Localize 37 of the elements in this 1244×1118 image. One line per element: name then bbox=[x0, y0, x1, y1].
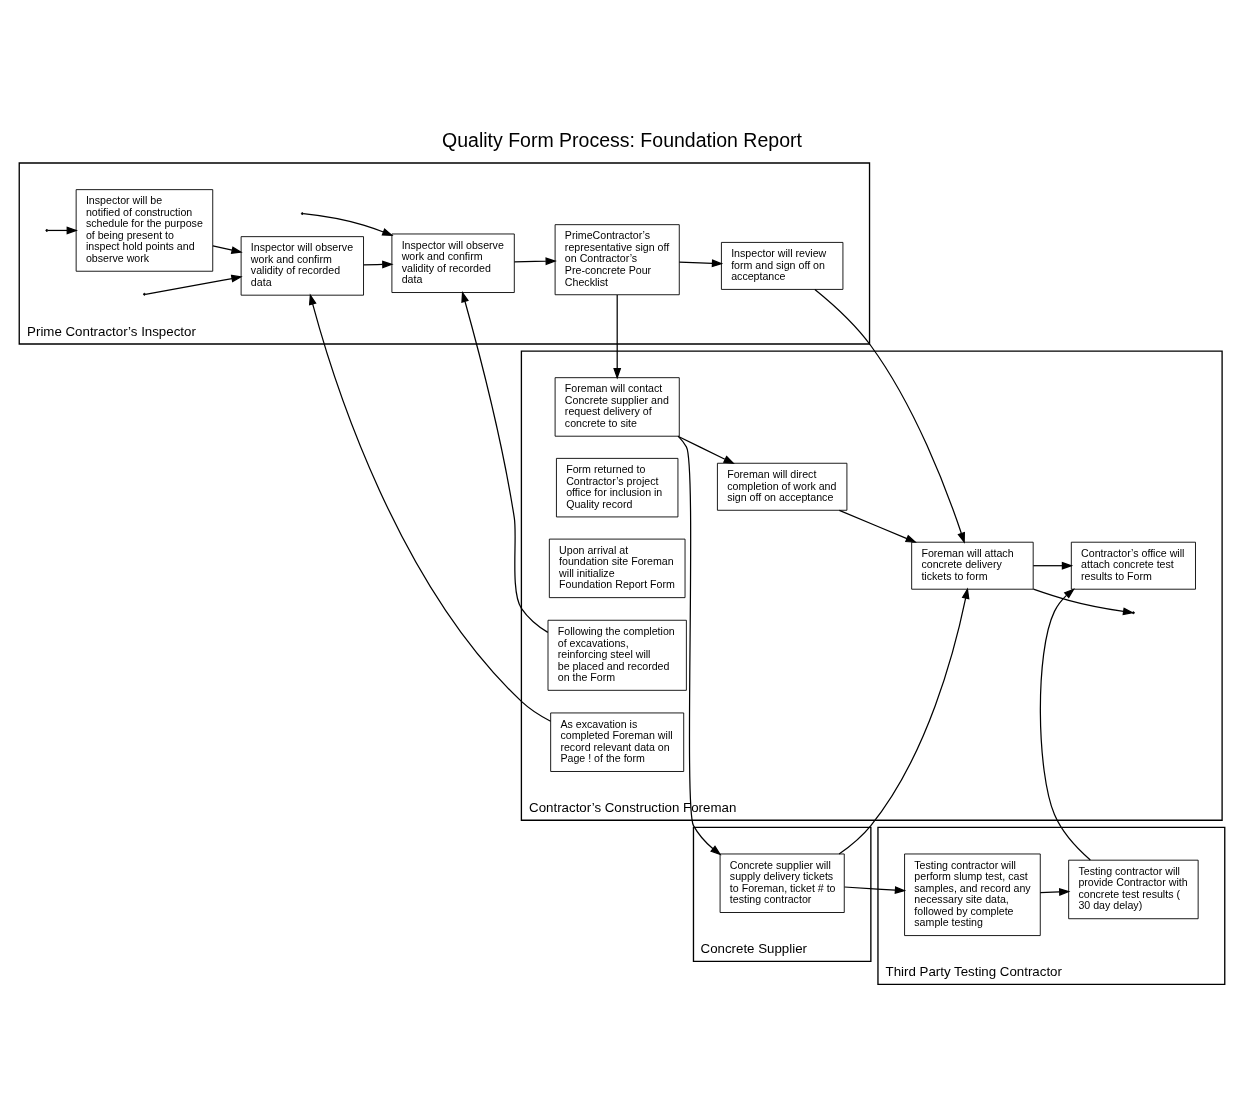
node-box: Foreman will contact Concrete supplier and request delivery of concrete to site bbox=[554, 376, 680, 437]
arrow bbox=[677, 435, 722, 856]
arrow bbox=[843, 885, 907, 894]
node-box: PrimeContractor’s representative sign off on Contractor’s Pre-concrete Pour Checklist bbox=[554, 223, 680, 295]
arrow bbox=[838, 509, 917, 543]
arrow bbox=[613, 293, 622, 379]
arrow bbox=[678, 258, 724, 267]
node-box: Inspector will observe work and confirm validity of recorded data bbox=[391, 233, 515, 293]
arrow bbox=[677, 435, 735, 464]
node-box: Contractor’s office will attach concrete test results to Form bbox=[1070, 541, 1196, 590]
node-box: As excavation is completed Foreman will record relevant data on Page ! of the form bbox=[550, 712, 685, 772]
node-box: Following the completion of excavations, reinforcing steel will be placed and recorded on the Form bbox=[547, 619, 687, 691]
node-box: Foreman will attach concrete delivery tickets to form bbox=[911, 541, 1034, 590]
arrow bbox=[212, 244, 243, 254]
arrow bbox=[47, 225, 78, 234]
node-box: Concrete supplier will supply delivery tickets to Foreman, ticket # to testing contractor bbox=[719, 853, 845, 913]
diagram-title: Quality Form Process: Foundation Report bbox=[442, 128, 802, 151]
arrow bbox=[308, 293, 552, 722]
node-box: Inspector will be notified of construction schedule for the purpose of being present to inspect hold points and observe work bbox=[75, 188, 214, 272]
node-box: Upon arrival at foundation site Foreman will initialize Foundation Report Form bbox=[548, 538, 686, 598]
arrow bbox=[302, 212, 394, 236]
node-box: Inspector will review form and sign off on acceptance bbox=[720, 241, 844, 290]
node-box: Foreman will direct completion of work and sign off on acceptance bbox=[716, 462, 848, 511]
arrow bbox=[1039, 587, 1091, 861]
node-box: Testing contractor will perform slump test, cast samples, and record any necessary site data, followed by complete sample testing bbox=[904, 853, 1041, 936]
node-box: Form returned to Contractor’s project office for inclusion in Quality record bbox=[556, 457, 679, 517]
arrow bbox=[513, 256, 557, 265]
node-box: Testing contractor will provide Contractor with concrete test results ( 30 day delay) bbox=[1068, 859, 1199, 919]
arrow bbox=[144, 274, 243, 295]
arrow bbox=[461, 290, 549, 633]
arrow bbox=[363, 260, 394, 268]
arrow bbox=[814, 288, 965, 544]
arrow bbox=[1039, 887, 1071, 896]
arrow bbox=[1032, 588, 1135, 615]
node-box: Inspector will observe work and confirm validity of recorded data bbox=[240, 235, 364, 296]
arrow bbox=[838, 586, 970, 855]
arrow bbox=[1032, 561, 1074, 570]
